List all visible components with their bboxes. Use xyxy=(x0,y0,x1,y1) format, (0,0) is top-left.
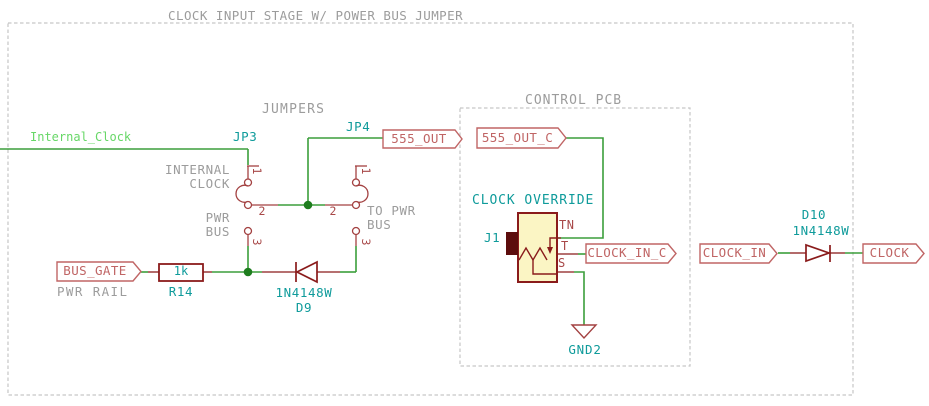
jp4-pad2 xyxy=(351,200,361,210)
jp3-pad2 xyxy=(243,200,253,210)
r14-ref-label[interactable]: R14 xyxy=(168,284,194,299)
bus-gate-label-shape[interactable] xyxy=(56,261,142,282)
r14-value-label[interactable]: 1k xyxy=(173,264,189,278)
jp3-pin2-number: 2 xyxy=(258,204,266,219)
pin-stubs xyxy=(148,237,845,273)
wires[interactable] xyxy=(0,137,863,325)
jumpers-section-label[interactable]: JUMPERS xyxy=(262,102,326,117)
clock-in-c-hier-label[interactable]: CLOCK_IN_C xyxy=(587,245,667,261)
555-out-hier-label[interactable]: 555_OUT xyxy=(391,130,447,146)
j1-pin-tn-label: TN xyxy=(559,218,575,232)
to-pwr-bus-annotation-l1: TO PWR xyxy=(367,203,416,218)
555-out-label-shape[interactable] xyxy=(382,129,463,149)
555-out-c-label-shape[interactable] xyxy=(476,127,567,149)
d9-ref-label[interactable]: D9 xyxy=(295,300,313,315)
pwr-bus-annotation-l1: PWR xyxy=(205,210,230,225)
j1-connector[interactable] xyxy=(506,212,558,283)
outer-box-title[interactable]: CLOCK INPUT STAGE W/ POWER BUS JUMPER xyxy=(168,8,464,23)
j1-key-block xyxy=(506,232,518,255)
jp3-pin3-number: 3 xyxy=(249,238,264,246)
wire-555-out-c-to-j1[interactable] xyxy=(558,137,604,239)
internal-clock-annotation-l2: CLOCK xyxy=(189,176,230,192)
jp4-arc xyxy=(355,184,369,203)
d9-triangle xyxy=(295,260,318,284)
jp4-ref-label[interactable]: JP4 xyxy=(346,119,371,134)
jp4-pin1-number: 1 xyxy=(358,167,373,175)
d10-ref-label[interactable]: D10 xyxy=(801,207,827,222)
clock-hier-label[interactable]: CLOCK xyxy=(869,245,910,261)
r14-resistor-body[interactable] xyxy=(158,263,204,282)
internal-clock-net-label[interactable]: Internal_Clock xyxy=(30,130,132,144)
j1-arrow-stem xyxy=(549,237,557,248)
gnd2-symbol[interactable] xyxy=(570,324,598,340)
d9-value-label[interactable]: 1N4148W xyxy=(275,285,333,300)
jp3-arc xyxy=(235,184,249,203)
jp3-jumper[interactable] xyxy=(235,165,278,246)
555-out-c-hier-label[interactable]: 555_OUT_C xyxy=(481,129,554,145)
pwr-rail-annotation: PWR RAIL xyxy=(57,284,129,299)
bus-gate-hier-label[interactable]: BUS_GATE xyxy=(63,263,127,279)
wire-j1-s-to-gnd[interactable] xyxy=(574,271,585,325)
junction-dot xyxy=(303,200,313,210)
hier-label-shapes xyxy=(56,127,925,282)
j1-pin-t-label: T xyxy=(561,239,569,253)
clock-label-shape[interactable] xyxy=(862,243,925,264)
gnd2-ref-label[interactable]: GND2 xyxy=(568,342,602,357)
jp3-pad3 xyxy=(243,226,253,236)
d10-value-label[interactable]: 1N4148W xyxy=(792,223,850,238)
jp3-pin1-number: 1 xyxy=(249,167,264,175)
control-pcb-dashed-box xyxy=(459,107,691,367)
d10-triangle xyxy=(805,243,832,263)
j1-clock-override-label[interactable]: CLOCK OVERRIDE xyxy=(472,193,595,208)
outer-dashed-box xyxy=(7,22,854,396)
d10-diode[interactable] xyxy=(805,243,832,263)
pwr-bus-annotation-l2: BUS xyxy=(205,224,230,240)
jp4-pin2-number: 2 xyxy=(329,204,337,219)
clock-in-hier-label[interactable]: CLOCK_IN xyxy=(702,245,767,261)
junction-dot xyxy=(243,267,253,277)
internal-clock-annotation-l1: INTERNAL xyxy=(164,162,230,177)
clock-in-c-label-shape[interactable] xyxy=(585,243,677,264)
jp4-pad3 xyxy=(351,226,361,236)
control-pcb-section-label[interactable]: CONTROL PCB xyxy=(525,93,623,108)
jp3-ref-label[interactable]: JP3 xyxy=(233,129,258,144)
d9-diode[interactable] xyxy=(295,260,318,284)
j1-pin-s-label: S xyxy=(558,256,566,270)
j1-ref-label[interactable]: J1 xyxy=(484,230,501,245)
jp4-jumper[interactable] xyxy=(325,165,369,246)
j1-arrow-head xyxy=(547,247,553,254)
to-pwr-bus-annotation-l2: BUS xyxy=(367,217,392,233)
j1-common-path xyxy=(532,260,557,275)
jp4-pin3-number: 3 xyxy=(358,238,373,246)
clock-in-label-shape[interactable] xyxy=(699,243,778,264)
